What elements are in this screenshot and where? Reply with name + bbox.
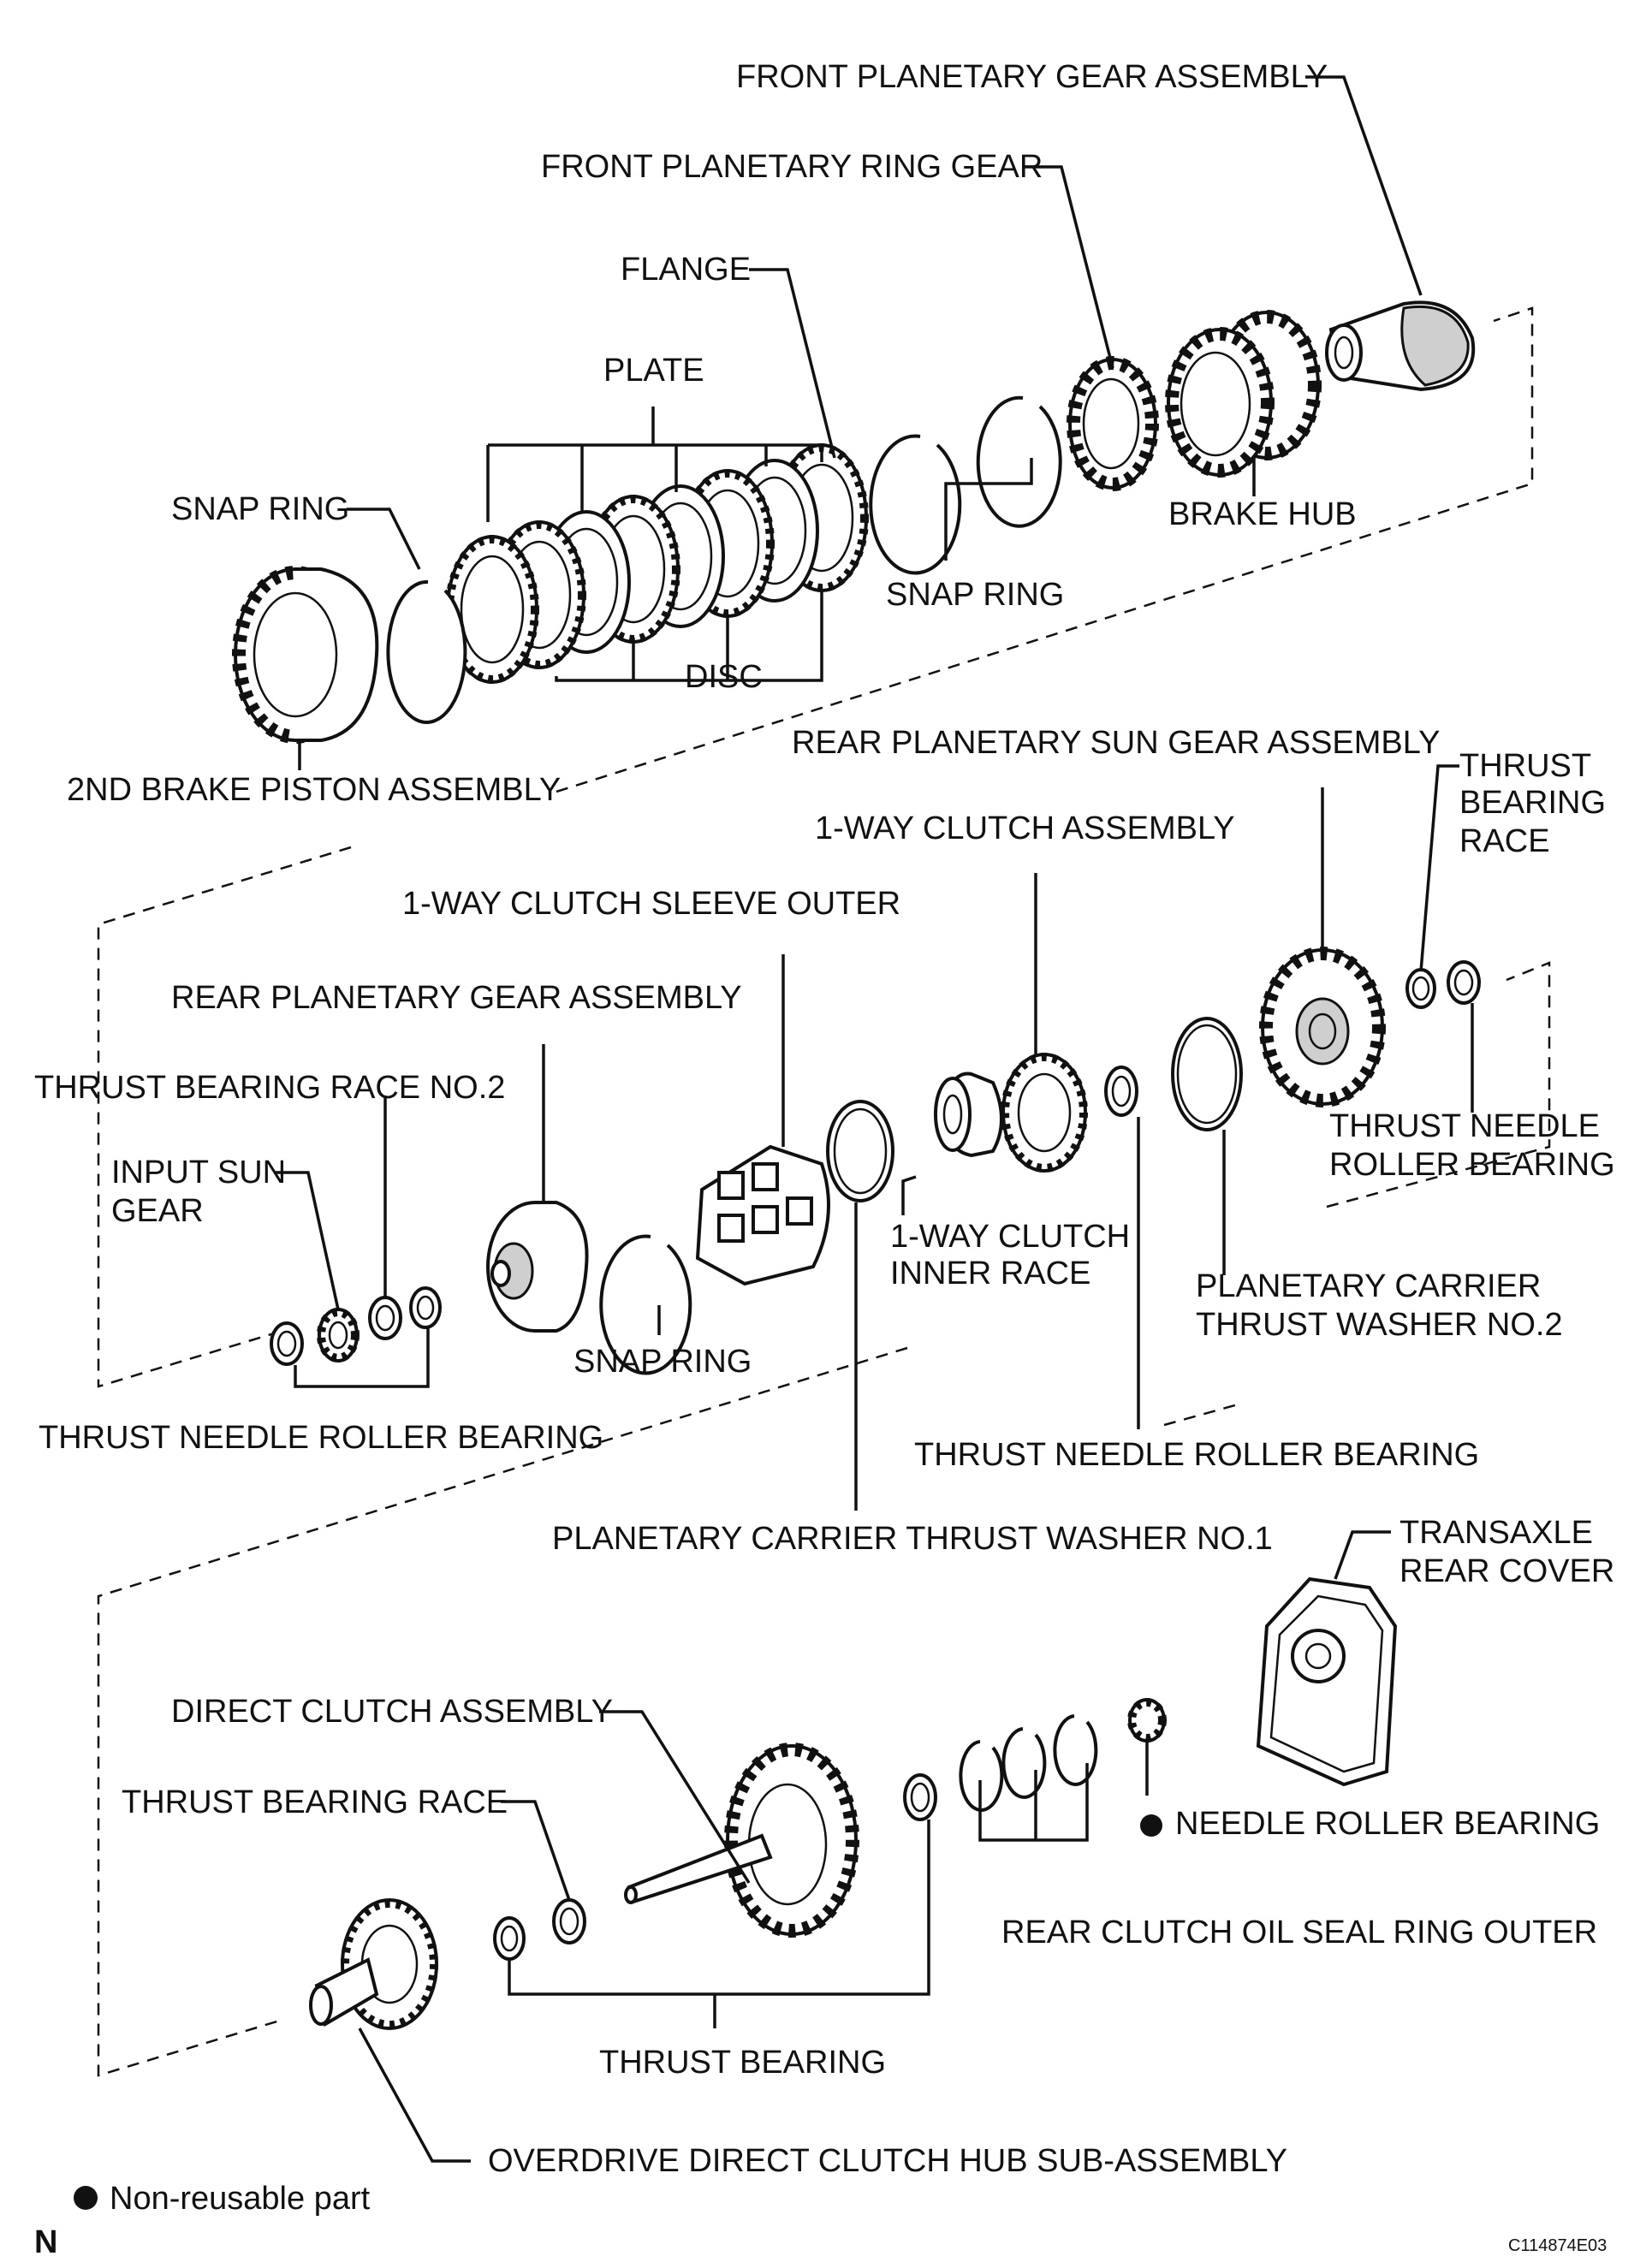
- corner-code-right: C114874E03: [1508, 2236, 1607, 2255]
- label-thrust-bearing-race-right-2: BEARING: [1459, 785, 1606, 821]
- non-reusable-bullet-icon: [1140, 1814, 1162, 1837]
- label-front-planetary-ring-gear: FRONT PLANETARY RING GEAR: [541, 149, 1043, 185]
- one-way-clutch-assembly: [1001, 1053, 1088, 1173]
- overdrive-direct-clutch-hub-part: [309, 1898, 438, 2030]
- label-thrust-needle-roller-bearing-right-1: THRUST NEEDLE: [1329, 1108, 1600, 1144]
- clutch-pack: [445, 443, 869, 684]
- label-thrust-bearing-race-bottom: THRUST BEARING RACE: [122, 1784, 508, 1820]
- thrust-bearing-part-left: [493, 1916, 526, 1961]
- centerlines: [97, 306, 1551, 2077]
- label-thrust-bearing-race-right-1: THRUST: [1459, 748, 1591, 784]
- label-one-way-clutch-sleeve-outer: 1-WAY CLUTCH SLEEVE OUTER: [402, 886, 900, 922]
- leader-lines: [274, 75, 1474, 2163]
- one-way-clutch-inner-race: [934, 1072, 1003, 1158]
- label-input-sun-gear-1: INPUT SUN: [111, 1155, 286, 1190]
- label-overdrive-direct-clutch-hub: OVERDRIVE DIRECT CLUTCH HUB SUB-ASSEMBLY: [488, 2143, 1287, 2179]
- label-one-way-clutch-inner-race-2: INNER RACE: [890, 1256, 1090, 1291]
- label-thrust-bearing: THRUST BEARING: [599, 2045, 886, 2081]
- labels: FRONT PLANETARY GEAR ASSEMBLY FRONT PLAN…: [34, 59, 1615, 2179]
- label-planetary-carrier-thrust-washer-no2-1: PLANETARY CARRIER: [1196, 1268, 1541, 1304]
- legend: Non-reusable part N C114874E03: [34, 1814, 1607, 2260]
- label-direct-clutch-assembly: DIRECT CLUTCH ASSEMBLY: [171, 1694, 613, 1730]
- label-planetary-carrier-thrust-washer-no2-2: THRUST WASHER NO.2: [1196, 1307, 1563, 1343]
- label-thrust-bearing-race-no2: THRUST BEARING RACE NO.2: [34, 1070, 505, 1106]
- thrust-bearing-race-and-needle-bearing-right: [1405, 960, 1481, 1009]
- label-needle-roller-bearing: NEEDLE ROLLER BEARING: [1175, 1806, 1600, 1842]
- label-planetary-carrier-thrust-washer-no1: PLANETARY CARRIER THRUST WASHER NO.1: [552, 1521, 1273, 1557]
- label-thrust-needle-roller-bearing-right-2: ROLLER BEARING: [1329, 1147, 1615, 1183]
- snap-ring-left-top: [386, 579, 467, 724]
- label-input-sun-gear-2: GEAR: [111, 1193, 204, 1229]
- label-thrust-bearing-race-right-3: RACE: [1459, 823, 1550, 859]
- thrust-needle-roller-bearing-middle-part: [1104, 1066, 1138, 1117]
- label-disc: DISC: [685, 659, 763, 695]
- label-snap-ring-middle: SNAP RING: [573, 1344, 752, 1380]
- label-transaxle-rear-cover-2: REAR COVER: [1399, 1553, 1614, 1589]
- label-flange: FLANGE: [621, 252, 751, 288]
- label-transaxle-rear-cover-1: TRANSAXLE: [1399, 1515, 1593, 1551]
- label-rear-planetary-gear-assembly: REAR PLANETARY GEAR ASSEMBLY: [171, 980, 742, 1016]
- rear-planetary-gear-assembly: [486, 1201, 589, 1333]
- label-one-way-clutch-assembly: 1-WAY CLUTCH ASSEMBLY: [815, 810, 1235, 846]
- planetary-carrier-thrust-washer-no2: [1171, 1017, 1243, 1131]
- one-way-clutch-sleeve-outer: [695, 1144, 830, 1286]
- legend-non-reusable-text: Non-reusable part: [110, 2181, 371, 2217]
- label-thrust-needle-roller-bearing-left: THRUST NEEDLE ROLLER BEARING: [39, 1420, 603, 1456]
- planetary-carrier-thrust-washer-no1: [826, 1100, 894, 1202]
- thrust-bearing-race-bottom-part: [552, 1898, 586, 1944]
- rear-planetary-sun-gear-assembly: [1259, 947, 1386, 1107]
- label-thrust-needle-roller-bearing-middle: THRUST NEEDLE ROLLER BEARING: [914, 1437, 1479, 1473]
- corner-code-left: N: [34, 2224, 57, 2260]
- label-snap-ring-top-right: SNAP RING: [886, 577, 1064, 613]
- front-planetary-gear-assembly: [1325, 300, 1476, 392]
- label-rear-clutch-oil-seal-ring-outer: REAR CLUTCH OIL SEAL RING OUTER: [1001, 1915, 1597, 1950]
- legend-bullet-icon: [74, 2186, 98, 2210]
- label-one-way-clutch-inner-race-1: 1-WAY CLUTCH: [890, 1219, 1130, 1255]
- thrust-needle-roller-bearing-left-part: [270, 1321, 304, 1366]
- transaxle-rear-cover-part: [1256, 1576, 1398, 1787]
- label-front-planetary-gear-assembly: FRONT PLANETARY GEAR ASSEMBLY: [736, 59, 1328, 95]
- front-planetary-ring-gear: [1067, 356, 1159, 491]
- needle-roller-bearing-part: [1127, 1698, 1167, 1743]
- label-plate: PLATE: [603, 353, 704, 389]
- second-brake-piston-assembly: [232, 566, 379, 744]
- brake-hub: [1165, 310, 1322, 478]
- label-snap-ring-top-left: SNAP RING: [171, 491, 349, 527]
- snap-rings-upper-pair: [869, 395, 1062, 575]
- input-sun-gear-part: [317, 1308, 360, 1363]
- label-second-brake-piston-assembly: 2ND BRAKE PISTON ASSEMBLY: [67, 772, 561, 808]
- direct-clutch-assembly-part: [624, 1743, 859, 1938]
- label-brake-hub: BRAKE HUB: [1168, 496, 1357, 532]
- label-rear-planetary-sun-gear-assembly: REAR PLANETARY SUN GEAR ASSEMBLY: [792, 725, 1440, 761]
- snap-ring-middle-part: [599, 1234, 692, 1375]
- thrust-bearing-race-no2-part: [368, 1286, 442, 1340]
- thrust-bearing-part-right: [903, 1773, 937, 1821]
